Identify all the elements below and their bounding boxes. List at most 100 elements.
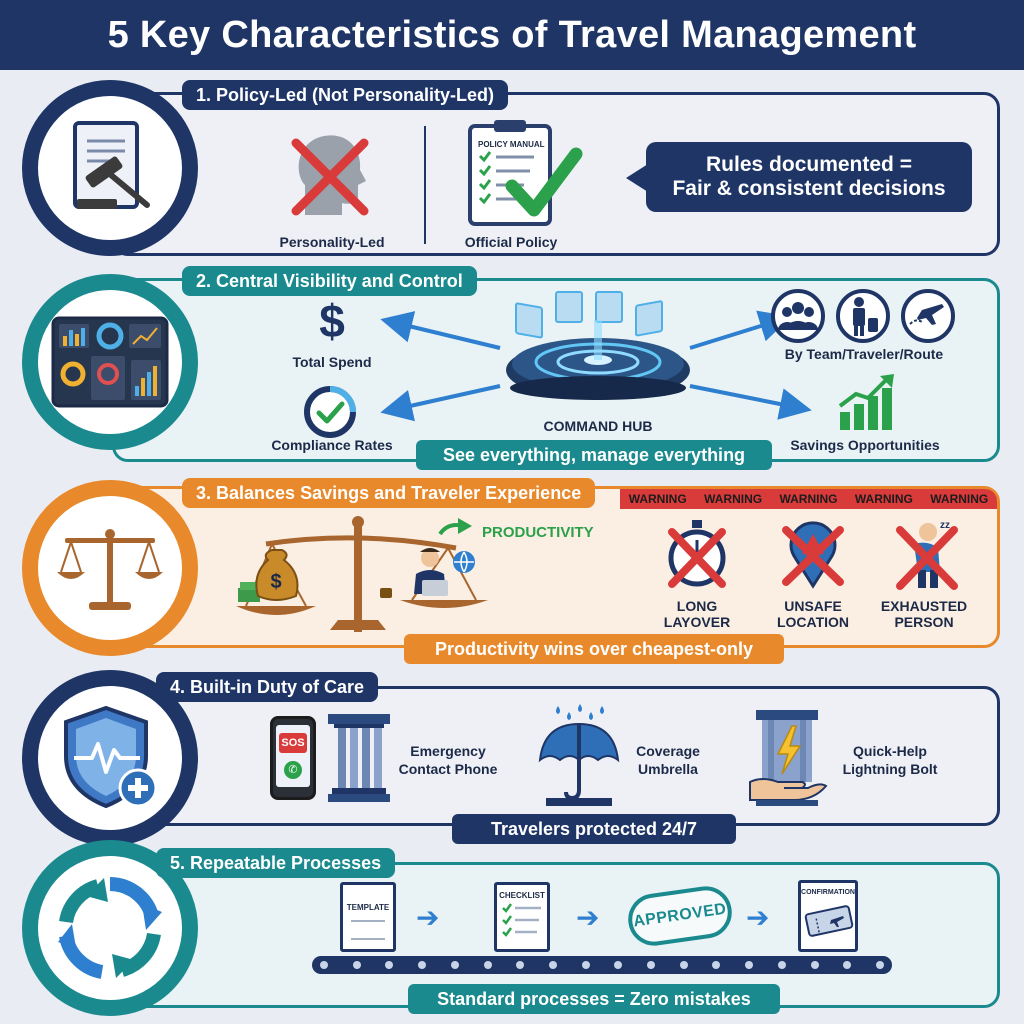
- conveyor-roller: [450, 961, 459, 969]
- section-3-panel: [112, 486, 1000, 648]
- compliance-check-gauge-icon: [304, 386, 356, 438]
- emergency-contact-phone-label: Emergency Contact Phone: [392, 742, 504, 778]
- dollar-icon: $: [319, 295, 345, 347]
- savings-vs-productivity-scale-icon: $: [236, 516, 488, 632]
- conveyor-roller: [352, 961, 361, 969]
- exhausted-person-label: EXHAUSTED PERSON: [874, 598, 974, 630]
- coverage-umbrella-icon: [538, 704, 620, 806]
- section-5-tab-label: 5. Repeatable Processes: [170, 852, 382, 873]
- section-1-tab-label: 1. Policy-Led (Not Personality-Led): [196, 84, 495, 105]
- pillar-icon: [328, 714, 390, 802]
- conveyor-roller: [418, 961, 427, 969]
- shield-heartbeat-icon: [64, 705, 158, 809]
- coverage-umbrella-line-2: Umbrella: [638, 761, 698, 777]
- conveyor-roller: [581, 961, 590, 969]
- rules-callout-line-1: Rules documented =: [706, 153, 912, 176]
- section-1-circle: [22, 80, 198, 256]
- personality-led-crossed-head-icon: [291, 135, 369, 216]
- svg-text:$: $: [270, 571, 281, 593]
- by-team-traveler-route-label: By Team/Traveler/Route: [784, 346, 944, 362]
- sos-badge: SOS: [279, 733, 307, 753]
- template-lines: [351, 920, 385, 940]
- quick-help-lightning-bolt-icon: [749, 710, 828, 806]
- conveyor-roller: [385, 961, 394, 969]
- personality-led-label: Personality-Led: [279, 234, 385, 250]
- arrow-right-icon-3: ➔: [746, 902, 770, 933]
- rules-callout-line-2: Fair & consistent decisions: [672, 177, 946, 200]
- conveyor-roller: [810, 961, 819, 969]
- phone-call-icon: ✆: [284, 761, 302, 779]
- svg-text:zz: zz: [940, 520, 950, 531]
- exhausted-person-line-1: EXHAUSTED: [880, 598, 968, 614]
- section-5-banner: Standard processes = Zero mistakes: [408, 984, 780, 1014]
- section-2-banner: See everything, manage everything: [416, 440, 772, 470]
- quick-help-line-2: Lightning Bolt: [842, 761, 938, 777]
- section-4-tab-label: 4. Built-in Duty of Care: [170, 676, 365, 697]
- dashboard-monitor-icon: [51, 316, 169, 408]
- long-layover-stopwatch-icon: [668, 520, 726, 588]
- compliance-rates-label: Compliance Rates: [271, 437, 393, 453]
- section-4-banner: Travelers protected 24/7: [452, 814, 736, 844]
- long-layover-line-2: LAYOVER: [663, 614, 731, 630]
- section-2-tab-label: 2. Central Visibility and Control: [196, 270, 463, 291]
- warning-text-4: WARNING: [854, 492, 913, 506]
- template-document-icon: TEMPLATE: [340, 882, 396, 952]
- conveyor-roller: [712, 961, 721, 969]
- quick-help-line-1: Quick-Help: [853, 743, 927, 759]
- warning-text-2: WARNING: [704, 492, 763, 506]
- policy-manual-label: POLICY MANUAL: [478, 140, 545, 149]
- arrow-right-icon-1: ➔: [416, 902, 440, 933]
- conveyor-roller: [483, 961, 492, 969]
- section-2-tab: 2. Central Visibility and Control: [182, 266, 477, 296]
- unsafe-location-line-1: UNSAFE: [784, 598, 842, 614]
- warning-text-1: WARNING: [628, 492, 687, 506]
- section-1-tab: 1. Policy-Led (Not Personality-Led): [182, 80, 509, 110]
- unsafe-location-pin-icon: [782, 521, 844, 589]
- emergency-phone-icon: SOS ✆: [270, 716, 316, 800]
- policy-manual-clipboard-icon: [468, 120, 583, 226]
- unsafe-location-line-2: LOCATION: [776, 614, 850, 630]
- command-hub-icon: [506, 291, 690, 400]
- checklist-document-icon: CHECKLIST: [494, 882, 550, 952]
- section-4-circle: [22, 670, 198, 846]
- warning-strip: WARNING WARNING WARNING WARNING WARNING: [620, 489, 997, 509]
- conveyor-roller: [875, 961, 884, 969]
- section-2-circle: [22, 274, 198, 450]
- template-label: TEMPLATE: [346, 903, 390, 912]
- checklist-ticks-icon: [502, 903, 541, 937]
- rules-callout-pointer: [626, 164, 648, 192]
- confirmation-document-icon: CONFIRMATION: [798, 880, 858, 952]
- by-team-traveler-route-icons: [771, 289, 955, 343]
- section-3-tab: 3. Balances Savings and Traveler Experie…: [182, 478, 596, 508]
- coverage-umbrella-line-1: Coverage: [636, 743, 700, 759]
- productivity-label: PRODUCTIVITY: [482, 524, 594, 541]
- coverage-umbrella-label: Coverage Umbrella: [618, 742, 718, 778]
- flow-arrows: [380, 310, 812, 422]
- emergency-contact-line-2: Contact Phone: [398, 761, 498, 777]
- conveyor-roller: [679, 961, 688, 969]
- unsafe-location-label: UNSAFE LOCATION: [763, 598, 863, 630]
- page-title: 5 Key Characteristics of Travel Manageme…: [107, 13, 917, 56]
- quick-help-lightning-bolt-label: Quick-Help Lightning Bolt: [830, 742, 950, 778]
- conveyor-roller: [614, 961, 623, 969]
- warning-text-5: WARNING: [930, 492, 989, 506]
- boarding-ticket-icon: [804, 905, 854, 937]
- long-layover-label: LONG LAYOVER: [647, 598, 747, 630]
- warning-text-3: WARNING: [779, 492, 838, 506]
- total-spend-label: Total Spend: [292, 354, 372, 370]
- section-3-banner: Productivity wins over cheapest-only: [404, 634, 784, 664]
- emergency-contact-line-1: Emergency: [410, 743, 486, 759]
- conveyor-roller: [320, 961, 328, 969]
- checklist-label: CHECKLIST: [499, 891, 545, 900]
- section-5-tab: 5. Repeatable Processes: [156, 848, 396, 878]
- policy-document-gavel-icon: [73, 121, 150, 209]
- savings-opportunities-label: Savings Opportunities: [790, 437, 940, 453]
- section-3-tab-label: 3. Balances Savings and Traveler Experie…: [196, 482, 582, 503]
- section-4-tab: 4. Built-in Duty of Care: [156, 672, 379, 702]
- command-hub-label: COMMAND HUB: [543, 418, 653, 434]
- conveyor-roller: [745, 961, 754, 969]
- confirmation-label: CONFIRMATION: [801, 889, 855, 896]
- rules-callout: Rules documented = Fair & consistent dec…: [646, 142, 972, 212]
- official-policy-label: Official Policy: [464, 234, 558, 250]
- exhausted-person-line-2: PERSON: [894, 614, 954, 630]
